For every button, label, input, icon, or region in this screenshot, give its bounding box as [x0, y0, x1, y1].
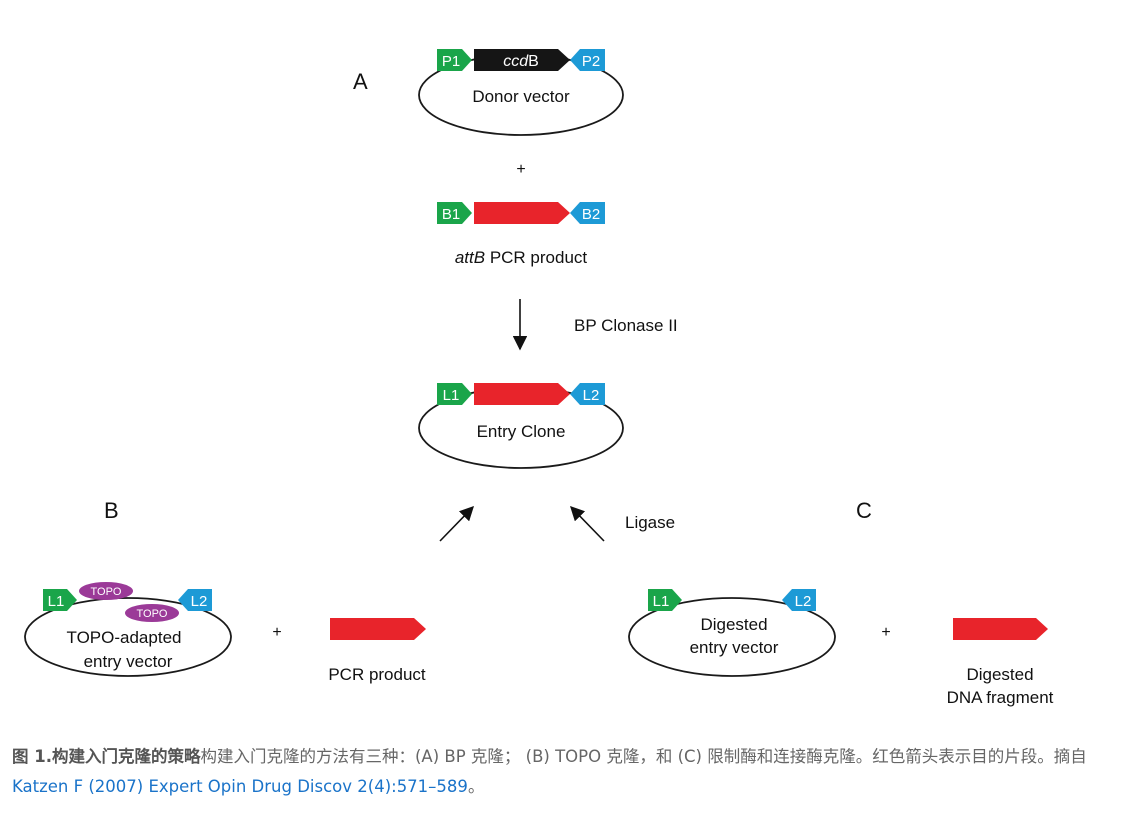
digested-entry-vector: L1 L2 Digested entry vector	[628, 589, 836, 677]
topo-enzyme-left: TOPO	[79, 582, 133, 600]
plus-sign-a: +	[516, 161, 525, 178]
attb-site-b1: B1	[437, 202, 472, 224]
gateway-cloning-diagram: A B C P1 ccdB P2 Donor vector + B1 B2 at…	[24, 49, 1054, 707]
digested-site-l1: L1	[648, 589, 682, 611]
topo-site-l1: L1	[43, 589, 77, 611]
digested-site-l2-label: L2	[795, 593, 812, 610]
donor-site-p1: P1	[437, 49, 472, 71]
ligase-route-arrow	[569, 505, 605, 542]
digested-fragment-label-line1: Digested	[966, 665, 1033, 684]
attb-insert-arrow	[474, 202, 570, 224]
pcr-product-label: PCR product	[328, 665, 426, 684]
digested-vector-label-line2: entry vector	[690, 638, 779, 657]
digested-fragment-arrow	[953, 618, 1048, 640]
digested-site-l1-label: L1	[653, 593, 670, 610]
panel-label-b: B	[104, 498, 119, 523]
caption-text: 构建入门克隆的方法有三种：(A) BP 克隆； (B) TOPO 克隆，和 (C…	[200, 747, 1087, 766]
ccdb-gene: ccdB	[474, 49, 570, 71]
topo-enzyme-right-label: TOPO	[137, 608, 168, 620]
citation-link[interactable]: Katzen F (2007) Expert Opin Drug Discov …	[12, 777, 468, 796]
figure-caption: 图 1.构建入门克隆的策略构建入门克隆的方法有三种：(A) BP 克隆； (B)…	[12, 742, 1107, 802]
pcr-product-arrow	[330, 618, 426, 640]
attb-site-b2: B2	[570, 202, 605, 224]
entry-clone-label: Entry Clone	[477, 422, 566, 441]
topo-enzyme-right: TOPO	[125, 604, 179, 622]
topo-route-arrow	[439, 505, 475, 542]
donor-site-p1-label: P1	[442, 53, 460, 70]
donor-site-p2: P2	[570, 49, 605, 71]
attb-site-b1-label: B1	[442, 206, 460, 223]
entry-clone: L1 L2 Entry Clone	[418, 383, 624, 469]
digested-site-l2: L2	[782, 589, 816, 611]
donor-vector: P1 ccdB P2 Donor vector	[418, 49, 624, 136]
digested-vector-label-line1: Digested	[700, 615, 767, 634]
attb-pcr-product: B1 B2 attB PCR product	[437, 202, 605, 267]
entry-insert-arrow	[474, 383, 570, 405]
digested-fragment-label-line2: DNA fragment	[947, 688, 1054, 707]
caption-title: 图 1.构建入门克隆的策略	[12, 747, 201, 766]
entry-site-l2: L2	[570, 383, 605, 405]
entry-site-l1: L1	[437, 383, 472, 405]
bp-clonase-label: BP Clonase II	[574, 316, 678, 335]
attb-product-label: attB PCR product	[455, 248, 588, 267]
topo-site-l2: L2	[178, 589, 212, 611]
caption-end: 。	[467, 777, 485, 796]
topo-entry-vector: L1 TOPO TOPO L2 TOPO-adapted entry vecto…	[24, 582, 232, 677]
topo-enzyme-left-label: TOPO	[91, 586, 122, 598]
entry-site-l1-label: L1	[443, 387, 460, 404]
topo-vector-label-line2: entry vector	[84, 652, 173, 671]
ligase-label: Ligase	[625, 513, 675, 532]
donor-vector-label: Donor vector	[472, 87, 570, 106]
plus-sign-b: +	[272, 624, 281, 641]
plus-sign-c: +	[881, 624, 890, 641]
ccdb-gene-label: ccdB	[503, 53, 539, 70]
panel-label-c: C	[856, 498, 872, 523]
topo-vector-label-line1: TOPO-adapted	[67, 628, 182, 647]
topo-site-l2-label: L2	[191, 593, 208, 610]
panel-label-a: A	[353, 69, 368, 94]
attb-site-b2-label: B2	[582, 206, 600, 223]
topo-site-l1-label: L1	[48, 593, 65, 610]
pcr-product: PCR product	[328, 618, 426, 684]
digested-dna-fragment: Digested DNA fragment	[947, 618, 1054, 707]
donor-site-p2-label: P2	[582, 53, 600, 70]
entry-site-l2-label: L2	[583, 387, 600, 404]
